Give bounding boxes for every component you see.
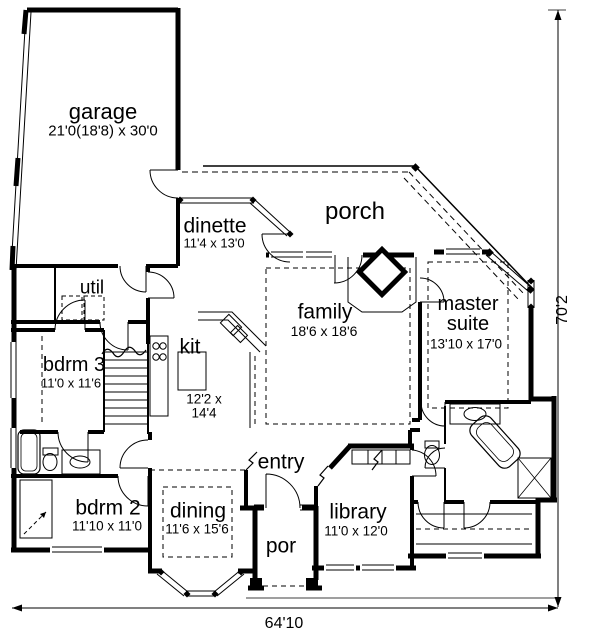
room-dims-bdrm2: 11'10 x 11'0	[72, 518, 142, 534]
room-label-dinette: dinette	[183, 214, 247, 238]
doors	[54, 169, 491, 529]
windows	[10, 11, 535, 597]
closets	[19, 449, 532, 545]
dimension-text: 64'10 70'2	[265, 295, 571, 632]
room-label-garage: garage	[68, 99, 138, 124]
room-dims-family: 18'6 x 18'6	[290, 323, 358, 339]
interior-walls	[11, 198, 538, 571]
thin-partitions	[54, 266, 446, 500]
kitchen-fixtures	[149, 311, 267, 428]
dimension-lines	[12, 9, 566, 612]
room-label-kit: kit	[179, 335, 201, 359]
room-label-bdrm2: bdrm 2	[75, 496, 141, 520]
room-label-entry: entry	[257, 450, 305, 474]
room-label-porch: porch	[324, 198, 386, 225]
porch-edges	[182, 165, 533, 300]
room-dims-dining: 11'6 x 15'6	[165, 521, 229, 537]
overall-width-text: 64'10	[265, 615, 304, 632]
room-label-master-suite: master suite	[437, 293, 499, 335]
room-dims-dinette: 11'4 x 13'0	[183, 235, 245, 251]
bath-fixtures	[17, 429, 101, 475]
fireplace	[347, 245, 417, 313]
cased-opening-marks	[245, 449, 383, 487]
room-label-por: por	[265, 534, 297, 558]
room-label-library: library	[329, 500, 387, 524]
overall-depth-text: 70'2	[554, 295, 571, 325]
stairs	[101, 346, 148, 425]
room-label-bdrm3: bdrm 3	[42, 354, 106, 376]
master-bath-fixtures	[424, 403, 552, 499]
room-dims-garage: 21'0(18'8) x 30'0	[48, 122, 158, 140]
room-dims-library: 11'0 x 12'0	[324, 523, 388, 539]
wall-openings	[8, 246, 484, 573]
room-dims-master-suite: 13'10 x 17'0	[430, 336, 502, 352]
room-dims-kit: 12'2 x 14'4	[186, 391, 222, 420]
dashed-ceiling-lines	[41, 261, 532, 587]
room-label-family: family	[297, 300, 353, 324]
room-label-dining: dining	[169, 499, 227, 523]
room-label-util: util	[79, 277, 105, 299]
washer-dryer	[61, 295, 105, 321]
room-dims-bdrm3: 11'0 x 11'6	[40, 375, 102, 391]
junction-markers	[157, 163, 535, 598]
